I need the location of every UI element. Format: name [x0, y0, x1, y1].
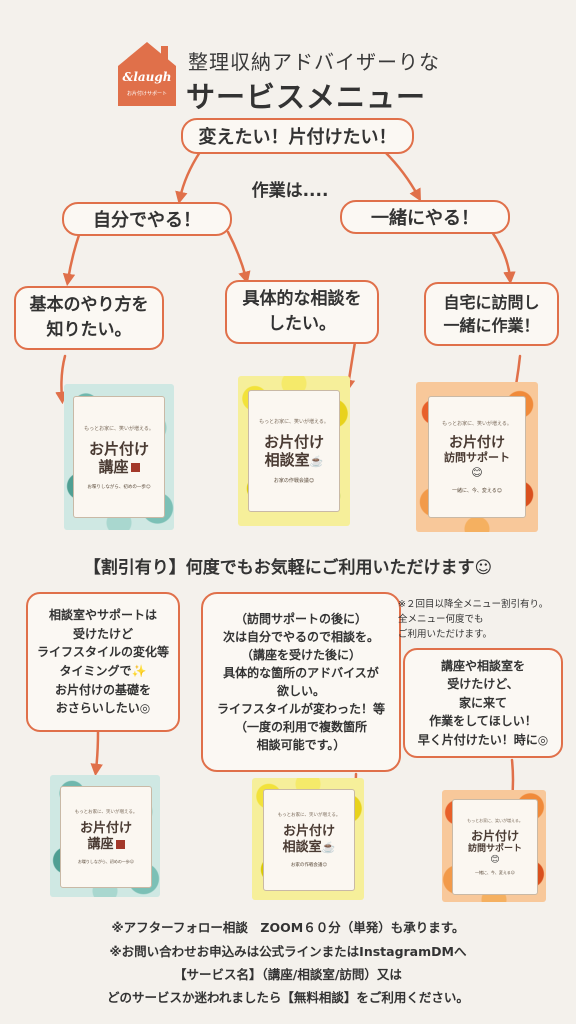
footer-line-2: ※お問い合わせお申込みは公式ラインまたはInstagramDMへ: [109, 944, 467, 959]
logo: &laugh お片付けサポート: [116, 40, 178, 108]
together-box: 一緒にやる！: [340, 200, 510, 234]
discount-note: ※２回目以降全メニュー割引有り。 全メニュー何度でも ご利用いただけます。: [398, 599, 549, 641]
coffee-cup-icon: ☕: [321, 841, 336, 854]
logo-brand: &laugh: [122, 70, 172, 84]
house-logo-icon: [118, 42, 176, 106]
visit-box: 自宅に訪問し 一緒に作業！: [424, 282, 559, 346]
logo-small: お片付けサポート: [126, 91, 167, 97]
book-icon: [130, 463, 140, 472]
soudan-reason-box: （訪問サポートの後に） 次は自分でやるので相談を。 （講座を受けた後に） 具体的…: [201, 592, 401, 772]
footer-line-4: どのサービスか迷われましたら【無料相談】をご利用ください。: [107, 990, 469, 1005]
card-houmon-top[interactable]: もっとお家に、笑いが増える。 お片付け 訪問サポート 😊 一緒に、今、変える☺: [416, 382, 538, 532]
coffee-cup-icon: ☕: [309, 455, 324, 468]
book-icon: [115, 840, 125, 849]
smile-icon: 😊: [490, 854, 500, 865]
card-kouza-top[interactable]: もっとお家に、笑いが増える。 お片付け 講座 お喋りしながら、初めの一歩☺: [64, 384, 174, 530]
card-houmon-bottom[interactable]: もっとお家に、笑いが増える。 お片付け 訪問サポート 😊 一緒に、今、変える☺: [442, 790, 546, 902]
footer-line-1: ※アフターフォロー相談 ZOOM６０分（単発）も承ります。: [111, 920, 465, 935]
kouza-reason-box: 相談室やサポートは 受けたけど ライフスタイルの変化等 タイミングで✨ お片付け…: [26, 592, 180, 732]
consult-box: 具体的な相談を したい。: [225, 280, 379, 344]
header-subtitle: 整理収納アドバイザーりな: [188, 50, 440, 74]
self-box: 自分でやる！: [62, 202, 232, 236]
smile-icon: 😊: [471, 466, 483, 480]
footer-line-3: 【サービス名】（講座/相談室/訪問）又は: [174, 967, 402, 982]
card-soudan-bottom[interactable]: もっとお家に、笑いが増える。 お片付け 相談室☕ お家の作戦会議☺: [252, 778, 364, 900]
main-goal-box: 変えたい！片付けたい！: [181, 118, 414, 154]
question-label: 作業は....: [251, 181, 329, 201]
card-kouza-bottom[interactable]: もっとお家に、笑いが増える。 お片付け 講座 お喋りしながら、初めの一歩☺: [50, 775, 160, 897]
discount-banner: 【割引有り】何度でもお気軽にご利用いただけます☺: [83, 558, 493, 578]
houmon-reason-box: 講座や相談室を 受けたけど、 家に来て 作業をしてほしい！ 早く片付けたい！時に…: [403, 648, 563, 758]
card-soudan-top[interactable]: もっとお家に、笑いが増える。 お片付け 相談室☕ お家の作戦会議☺: [238, 376, 350, 526]
page-title: サービスメニュー: [186, 80, 427, 114]
basic-box: 基本のやり方を 知りたい。: [14, 286, 164, 350]
